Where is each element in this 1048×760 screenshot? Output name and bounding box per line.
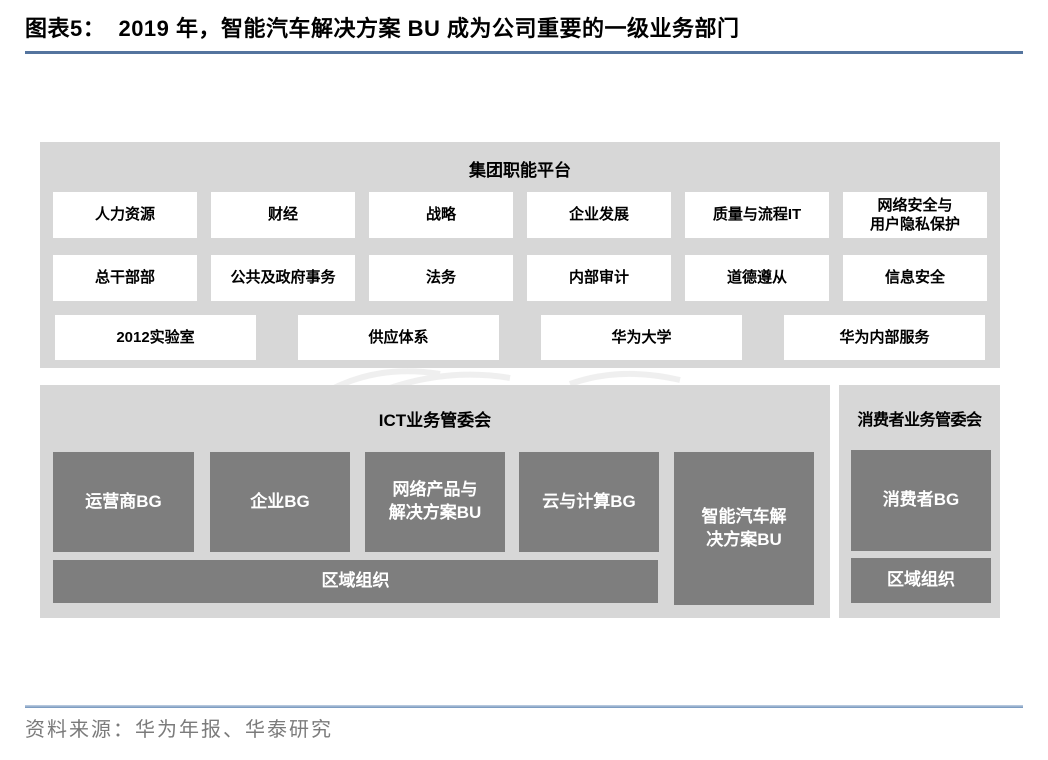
platform-box-strategy: 战略: [369, 192, 513, 238]
platform-box-internal-services: 华为内部服务: [784, 315, 985, 360]
consumer-committee-title: 消费者业务管委会: [857, 412, 982, 429]
consumer-committee-panel: 消费者业务管委会 消费者BG 区域组织: [839, 385, 1000, 618]
platform-row-1: 人力资源 财经 战略 企业发展 质量与流程IT 网络安全与 用户隐私保护: [53, 192, 987, 238]
platform-box-corp-development: 企业发展: [527, 192, 671, 238]
box-consumer-regional-organization: 区域组织: [851, 558, 991, 603]
platform-box-internal-audit: 内部审计: [527, 255, 671, 301]
platform-box-huawei-university: 华为大学: [541, 315, 742, 360]
box-ict-regional-organization: 区域组织: [53, 560, 658, 603]
box-network-product-solution-bu: 网络产品与 解决方案BU: [365, 452, 505, 552]
platform-box-supply-chain: 供应体系: [298, 315, 499, 360]
ict-committee-panel: ICT业务管委会 运营商BG 企业BG 网络产品与 解决方案BU 云与计算BG …: [40, 385, 830, 618]
platform-box-hr: 人力资源: [53, 192, 197, 238]
group-platform-panel: 集团职能平台 人力资源 财经 战略 企业发展 质量与流程IT 网络安全与 用户隐…: [40, 142, 1000, 368]
box-cloud-computing-bg: 云与计算BG: [519, 452, 659, 552]
source-note: 资料来源：华为年报、华泰研究: [25, 717, 333, 741]
group-platform-title: 集团职能平台: [469, 161, 571, 180]
platform-box-public-government-affairs: 公共及政府事务: [211, 255, 355, 301]
platform-box-cybersecurity-privacy: 网络安全与 用户隐私保护: [843, 192, 987, 238]
platform-box-finance: 财经: [211, 192, 355, 238]
ict-committee-title: ICT业务管委会: [378, 411, 492, 430]
platform-box-info-security: 信息安全: [843, 255, 987, 301]
platform-row-3: 2012实验室 供应体系 华为大学 华为内部服务: [55, 315, 985, 360]
title-underline: [25, 51, 1023, 54]
box-carrier-bg: 运营商BG: [53, 452, 194, 552]
platform-row-2: 总干部部 公共及政府事务 法务 内部审计 道德遵从 信息安全: [53, 255, 987, 301]
box-enterprise-bg: 企业BG: [210, 452, 350, 552]
platform-box-cadre-dept: 总干部部: [53, 255, 197, 301]
box-intelligent-automotive-solution-bu: 智能汽车解 决方案BU: [674, 452, 814, 605]
platform-box-ethics-compliance: 道德遵从: [685, 255, 829, 301]
platform-box-legal: 法务: [369, 255, 513, 301]
figure-title: 图表5： 2019 年，智能汽车解决方案 BU 成为公司重要的一级业务部门: [25, 16, 740, 41]
footer-divider-line: [25, 705, 1023, 708]
platform-box-quality-process-it: 质量与流程IT: [685, 192, 829, 238]
box-consumer-bg: 消费者BG: [851, 450, 991, 551]
platform-box-2012-labs: 2012实验室: [55, 315, 256, 360]
